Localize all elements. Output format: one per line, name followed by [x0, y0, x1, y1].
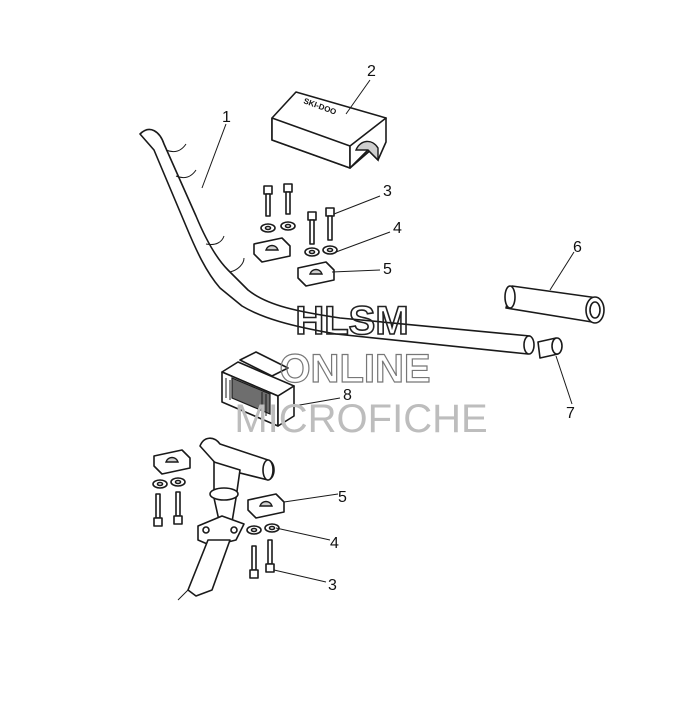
upper-bolts	[263, 183, 335, 245]
steering-column	[177, 437, 275, 601]
callout-3-upper: 3	[383, 183, 392, 200]
leader-lines	[201, 79, 575, 583]
lower-hardware	[152, 477, 280, 579]
handlebar-pad: SKI-DOO	[271, 91, 387, 169]
callout-numbers: 1 2 3 4 5 6 7 8 5 4 3	[222, 63, 582, 594]
grip	[504, 285, 605, 324]
watermark-line-1: HLSM	[295, 299, 408, 343]
callout-1: 1	[222, 109, 231, 126]
callout-3-lower: 3	[328, 577, 337, 594]
watermark-line-2: ONLINE	[279, 347, 430, 391]
riser-block	[221, 351, 295, 427]
callout-2: 2	[367, 63, 376, 80]
callout-5-upper: 5	[383, 261, 392, 278]
lower-clamps	[153, 449, 285, 519]
end-plug	[537, 337, 563, 359]
callout-5-lower: 5	[338, 489, 347, 506]
upper-clamps	[253, 237, 335, 287]
callout-4-lower: 4	[330, 535, 339, 552]
watermark: HLSM ONLINE MICROFICHE	[234, 298, 487, 441]
callout-6: 6	[573, 239, 582, 256]
callout-8: 8	[343, 387, 352, 404]
handlebar-tube	[139, 128, 535, 355]
callout-4-upper: 4	[393, 220, 402, 237]
upper-washers	[260, 221, 338, 257]
callout-7: 7	[566, 405, 575, 422]
watermark-line-3: MICROFICHE	[234, 397, 487, 441]
